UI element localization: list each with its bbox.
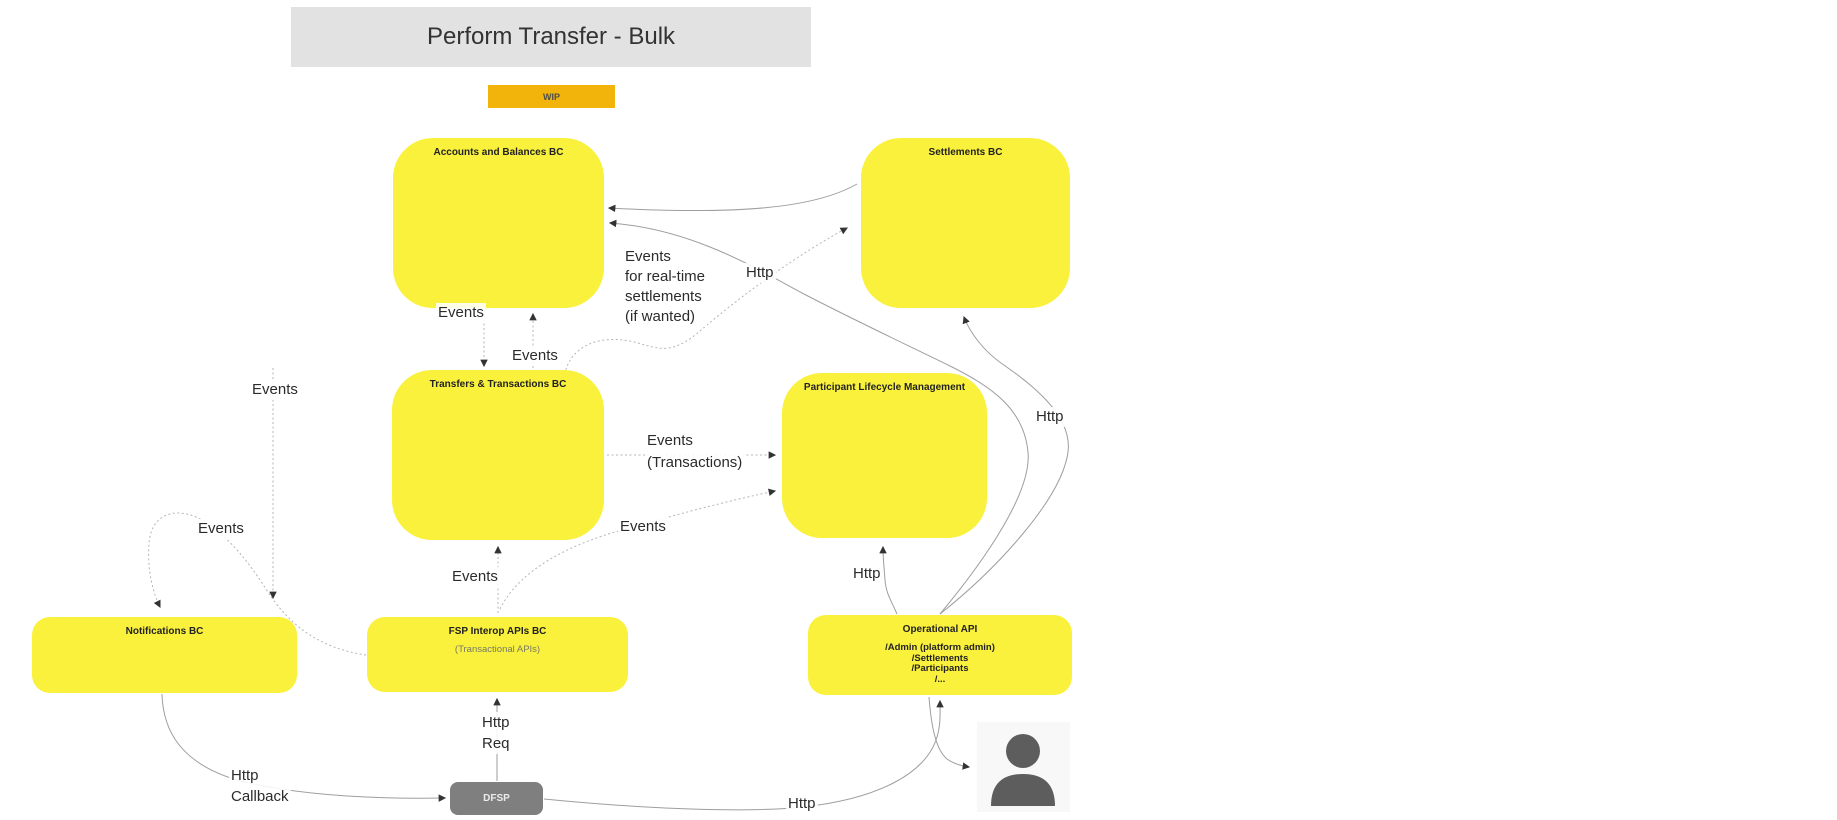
node-settlements-bc: Settlements BC xyxy=(861,138,1070,308)
label-events-to-notifications: Events xyxy=(250,380,300,400)
label-http-dfsp-to-opapi: Http xyxy=(786,794,818,814)
node-notifications-bc: Notifications BC xyxy=(32,617,297,693)
node-label: Transfers & Transactions BC xyxy=(429,379,567,390)
edge-settlements-to-accounts xyxy=(607,183,858,213)
node-participant-lifecycle-management: Participant Lifecycle Management xyxy=(782,373,987,538)
node-dfsp: DFSP xyxy=(450,782,543,815)
label-http-callback: Http Callback xyxy=(229,765,291,807)
label-http-to-accounts: Http xyxy=(744,263,776,283)
label-http-opapi-to-settlements: Http xyxy=(1034,407,1066,427)
person-icon xyxy=(991,734,1055,806)
label-events-accounts-to-transfers: Events xyxy=(436,303,486,323)
label-events-transfers-to-accounts: Events xyxy=(510,346,560,366)
edge-fsp-to-plm-events xyxy=(499,488,777,610)
node-label: Accounts and Balances BC xyxy=(433,147,564,158)
edge-transfers-to-settlements-events xyxy=(563,227,848,425)
label-events-realtime-settlements: Events for real-time settlements (if wan… xyxy=(623,247,708,327)
node-label: Notifications BC xyxy=(125,626,204,637)
edge-opapi-to-person xyxy=(928,696,971,770)
edge-opapi-to-plm-http xyxy=(879,545,898,615)
label-events-fsp-to-notifications: Events xyxy=(196,519,246,539)
label-events-transactions: Events (Transactions) xyxy=(645,430,745,474)
node-endpoints: /Admin (platform admin) /Settlements /Pa… xyxy=(885,642,995,685)
edge-notifications-to-dfsp-callback xyxy=(161,693,447,802)
label-events-fsp-to-transfers: Events xyxy=(450,567,500,587)
label-http-req: Http Req xyxy=(480,712,512,754)
node-label: Operational API xyxy=(902,624,978,635)
page-title: Perform Transfer - Bulk xyxy=(426,23,676,50)
node-fsp-interop-apis-bc: FSP Interop APIs BC (Transactional APIs) xyxy=(367,617,628,692)
wip-badge: WIP xyxy=(488,85,615,108)
node-operational-api: Operational API /Admin (platform admin) … xyxy=(808,615,1072,695)
label-http-opapi-to-plm: Http xyxy=(851,564,883,584)
edge-opapi-to-accounts-http xyxy=(608,219,1029,615)
node-sublabel: (Transactional APIs) xyxy=(454,644,541,655)
edge-dfsp-to-opapi-http xyxy=(543,699,944,811)
node-label: FSP Interop APIs BC xyxy=(448,626,547,637)
node-label: Participant Lifecycle Management xyxy=(803,382,966,393)
node-accounts-and-balances-bc: Accounts and Balances BC xyxy=(393,138,604,308)
edge-opapi-to-settlements-http xyxy=(939,315,1069,615)
label-events-fsp-to-plm: Events xyxy=(618,517,668,537)
node-label: Settlements BC xyxy=(928,147,1003,158)
person-box xyxy=(977,722,1070,812)
diagram-title-bar: Perform Transfer - Bulk xyxy=(291,7,811,67)
node-transfers-and-transactions-bc: Transfers & Transactions BC xyxy=(392,370,604,540)
